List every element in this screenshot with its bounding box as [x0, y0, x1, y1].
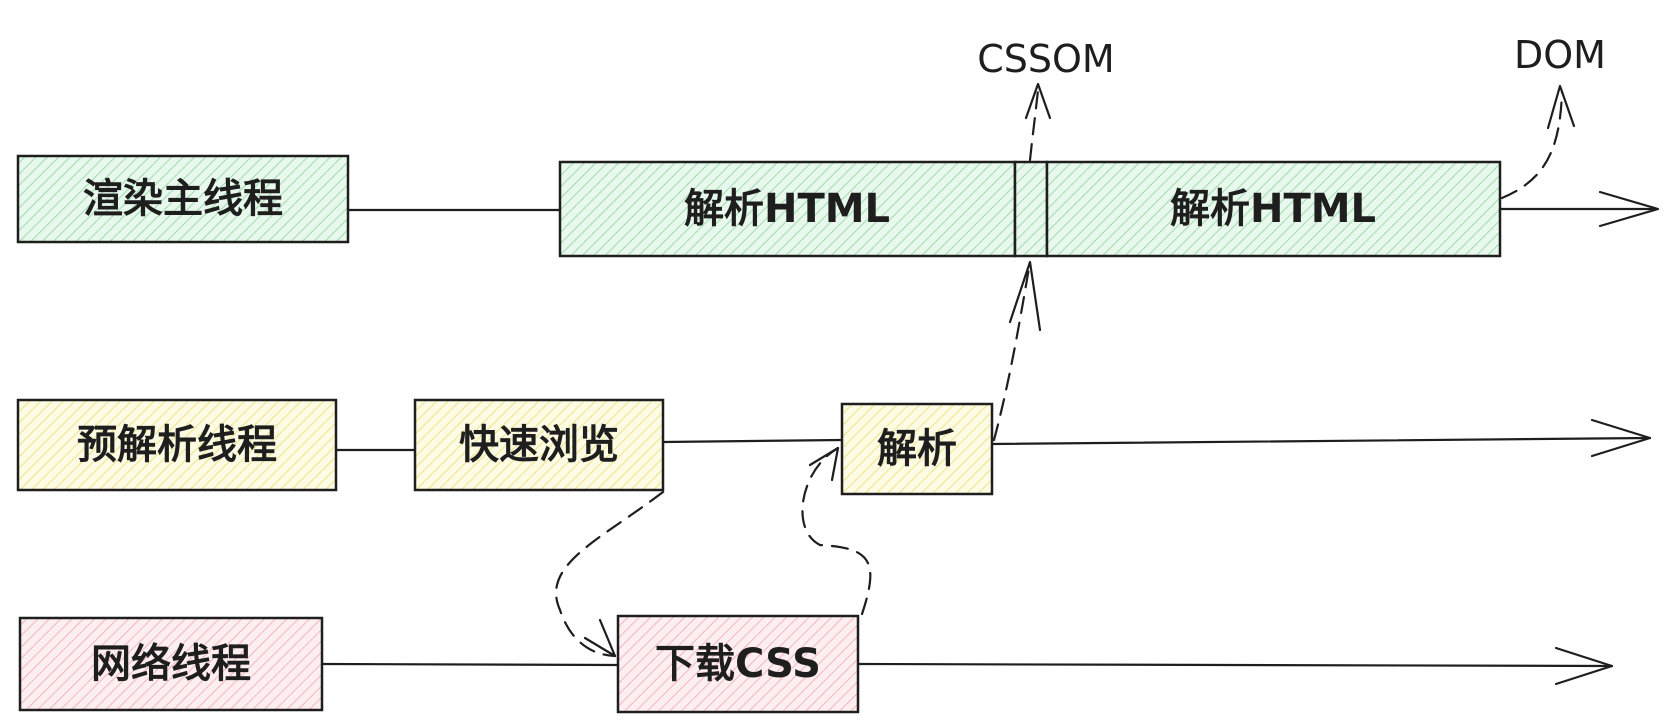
preparse-thread-label-box — [16, 398, 338, 492]
preparse-parse-box — [840, 402, 994, 496]
download-to-parse-arrow — [801, 446, 872, 616]
lane-preparse: 预解析线程 快速浏览 解析 — [16, 398, 1652, 496]
main-parse-html-box-2 — [1045, 160, 1502, 258]
network-timeline-arrow-head — [1554, 646, 1614, 686]
parse-to-main-arrow-head — [1008, 260, 1042, 332]
preparse-quick-scan-label: 快速浏览 — [459, 422, 619, 468]
lane-network: 网络线程 下载CSS — [18, 614, 1614, 714]
preparse-thread-label: 预解析线程 — [77, 422, 277, 468]
dependency-arrows — [555, 82, 1576, 658]
network-timeline-arrow-line — [856, 662, 1614, 668]
quick-scan-to-download-arrow — [555, 490, 665, 658]
main-to-dom-arrow-head — [1546, 84, 1576, 130]
preparse-timeline-arrow-line — [990, 436, 1652, 446]
main-to-dom-arrow — [1500, 90, 1564, 200]
main-thread-label-box — [16, 154, 350, 244]
cssom-output-label: CSSOM — [977, 37, 1114, 81]
network-thread-label-box — [18, 616, 324, 712]
preparse-quick-scan-box — [413, 398, 665, 492]
dom-output-label: DOM — [1514, 33, 1606, 77]
network-download-css-label: 下载CSS — [655, 641, 821, 687]
main-parse-html-label-1: 解析HTML — [684, 186, 890, 232]
network-connector-1 — [320, 662, 620, 667]
stall-to-cssom-arrow — [1028, 88, 1040, 162]
main-parse-html-label-2: 解析HTML — [1170, 186, 1376, 232]
stall-to-cssom-arrow-head — [1024, 82, 1052, 120]
network-thread-label: 网络线程 — [91, 641, 251, 687]
main-thread-label: 渲染主线程 — [83, 176, 283, 222]
quick-scan-to-download-arrow-head — [583, 618, 617, 658]
main-parse-html-box-1 — [558, 160, 1017, 258]
lane-main: 渲染主线程 解析HTML 解析HTML — [16, 154, 1660, 258]
preparse-timeline-arrow-head — [1590, 418, 1652, 458]
preparse-connector-2 — [661, 438, 844, 444]
preparse-parse-label: 解析 — [877, 426, 957, 472]
download-to-parse-arrow-head — [808, 446, 840, 482]
main-stall-box — [1013, 160, 1049, 258]
main-timeline-arrow-head — [1598, 190, 1660, 228]
parse-to-main-arrow — [992, 260, 1032, 442]
